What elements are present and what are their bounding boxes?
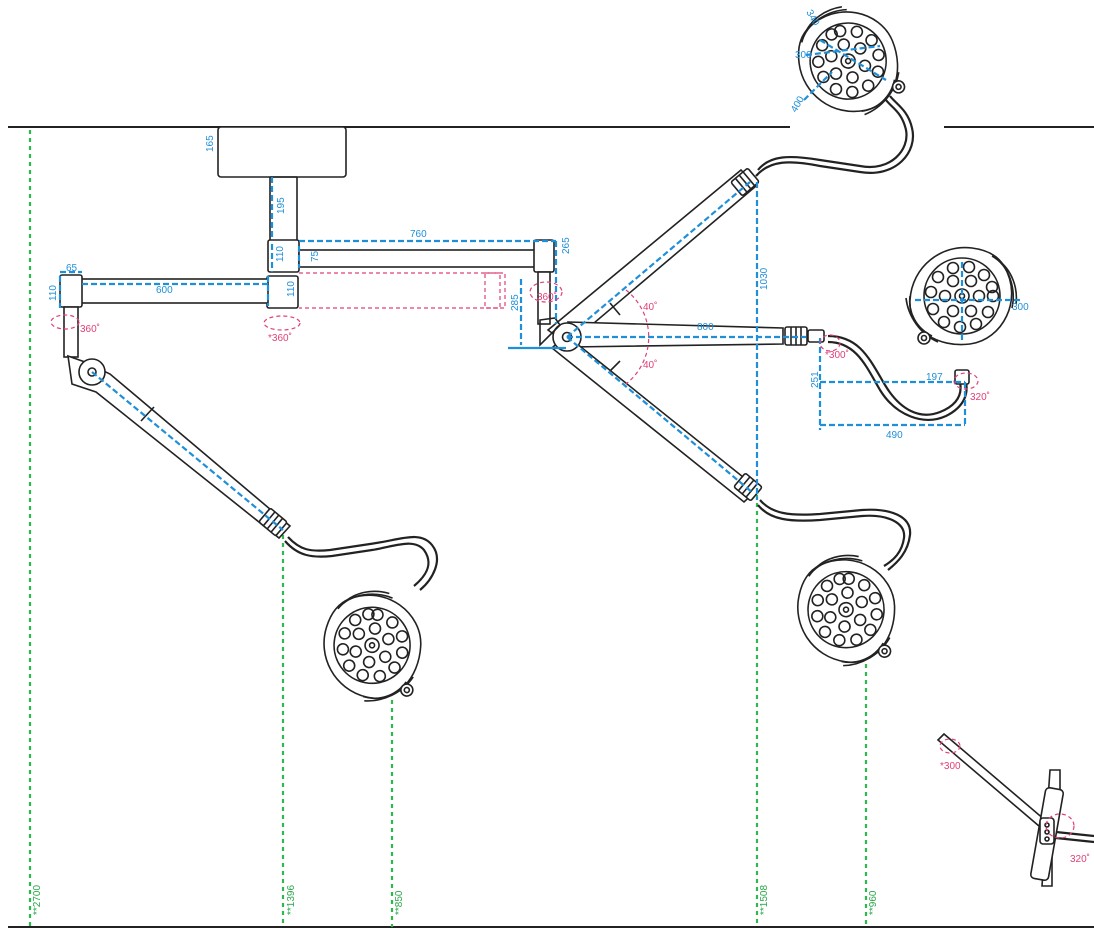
dim-upper-hub: 110 bbox=[275, 246, 286, 262]
dim-ceiling-mount: 165 bbox=[205, 135, 216, 152]
rotation-indicators bbox=[50, 272, 1075, 839]
dim-right-drop: 285 bbox=[510, 294, 521, 311]
rot-arm-down: 40˚ bbox=[643, 359, 657, 371]
rot-hub: *360˚ bbox=[268, 332, 292, 344]
lamp-head-top bbox=[755, 0, 915, 177]
dim-left-end-height: 110 bbox=[48, 285, 59, 301]
dim-left-hub: 110 bbox=[286, 281, 297, 297]
height-right-head: **960 bbox=[868, 890, 879, 915]
dim-hub-offset: 75 bbox=[310, 250, 321, 262]
rot-yoke: *300˚ bbox=[825, 349, 849, 361]
dim-yoke-h: 197 bbox=[926, 372, 943, 383]
height-guides bbox=[28, 130, 868, 927]
dim-spring-arm-h: 800 bbox=[697, 322, 714, 333]
height-right-arm: **1508 bbox=[759, 885, 770, 915]
dim-head-top-b: 300 bbox=[795, 50, 812, 61]
dim-yoke-v: 251 bbox=[810, 371, 821, 388]
dim-left-arm: 600 bbox=[156, 285, 173, 296]
height-left-head: **850 bbox=[394, 890, 405, 915]
rot-right-drop: 360˚ bbox=[537, 291, 557, 303]
side-view-light bbox=[936, 732, 1094, 887]
left-spring-arm bbox=[67, 354, 438, 710]
dim-drop-tube: 195 bbox=[276, 197, 287, 214]
dim-spring-arm-drop: 1030 bbox=[759, 267, 770, 290]
height-left-arm: **1396 bbox=[286, 885, 297, 915]
dim-right-drop-top: 265 bbox=[561, 237, 572, 254]
dim-head-top-c: 400 bbox=[789, 94, 807, 114]
dim-long-arm: 760 bbox=[410, 229, 427, 240]
rot-head: 320˚ bbox=[970, 391, 990, 403]
height-ceiling: **2700 bbox=[32, 885, 43, 915]
rot-side-head: 320˚ bbox=[1070, 853, 1090, 865]
dim-left-end-width: 65 bbox=[66, 263, 78, 274]
lamp-head-bottom bbox=[757, 499, 912, 671]
rot-left-end: 360˚ bbox=[80, 323, 100, 335]
rot-side-view: *300 bbox=[940, 761, 961, 772]
dimension-lines bbox=[58, 39, 1022, 531]
rot-arm-up: 40˚ bbox=[643, 301, 657, 313]
dim-head-right: 300 bbox=[1012, 302, 1029, 313]
right-spring-arms bbox=[539, 167, 825, 504]
dim-yoke-span: 490 bbox=[886, 430, 903, 441]
